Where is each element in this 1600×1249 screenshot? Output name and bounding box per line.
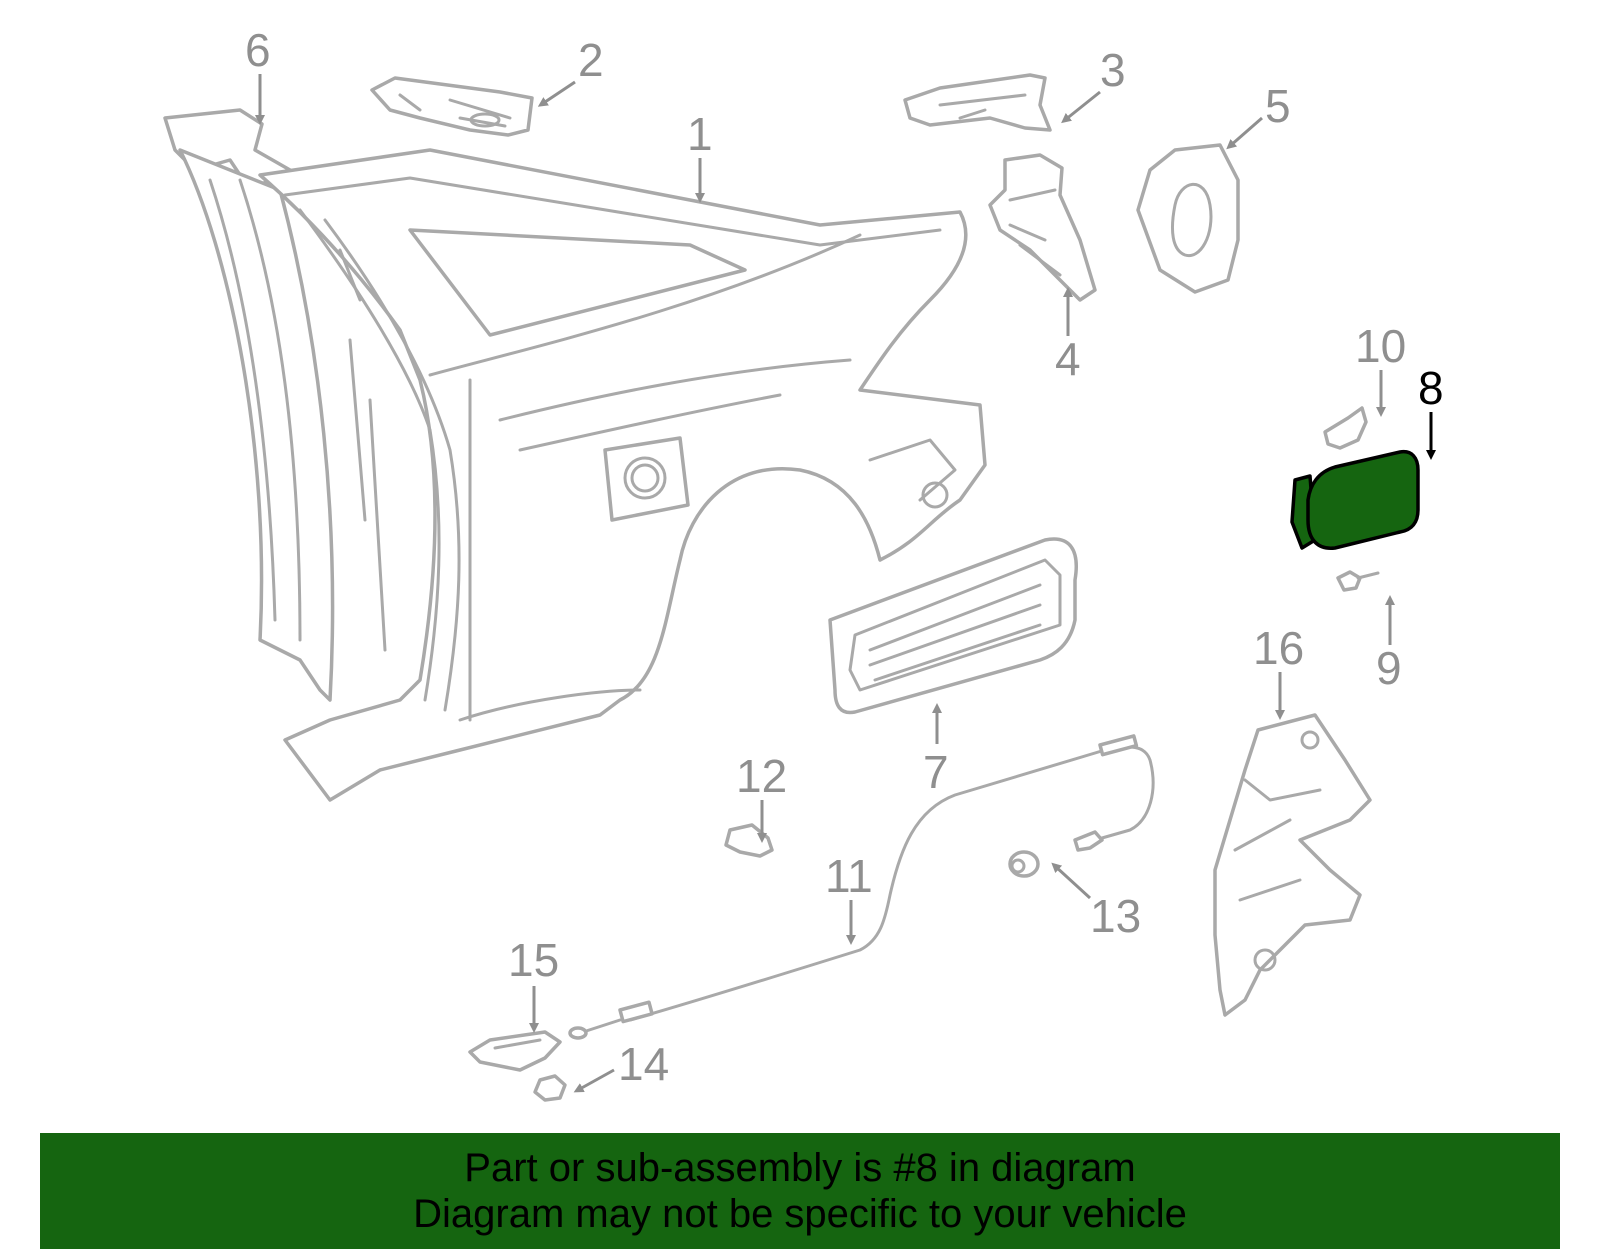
banner-line-1: Part or sub-assembly is #8 in diagram — [464, 1146, 1136, 1190]
part-8-fuel-door — [1290, 449, 1420, 550]
label-3: 3 — [1100, 44, 1126, 96]
part-1-quarter-panel — [258, 148, 987, 802]
label-12: 12 — [736, 750, 787, 802]
part-12-clip — [724, 823, 774, 858]
info-banner: Part or sub-assembly is #8 in diagram Di… — [40, 1133, 1560, 1249]
banner-line-2: Diagram may not be specific to your vehi… — [413, 1192, 1187, 1236]
part-labels: 1 2 3 4 5 6 7 8 9 10 11 12 13 14 15 16 — [245, 24, 1444, 1090]
part-16-panel — [1213, 713, 1372, 1017]
part-10-clip — [1323, 406, 1368, 450]
label-5: 5 — [1265, 80, 1291, 132]
part-7-vent-grille — [828, 537, 1078, 715]
leader-lines — [255, 74, 1436, 1093]
label-16: 16 — [1253, 622, 1304, 674]
part-6-pillar — [163, 108, 335, 702]
part-3-bracket — [903, 73, 1052, 132]
label-13: 13 — [1090, 890, 1141, 942]
label-15: 15 — [508, 934, 559, 986]
part-2-bracket — [370, 76, 534, 137]
label-8: 8 — [1418, 362, 1444, 414]
part-4-bracket — [988, 153, 1097, 302]
label-7: 7 — [923, 746, 949, 798]
label-4: 4 — [1055, 333, 1081, 385]
label-2: 2 — [578, 34, 604, 86]
part-11-cable — [568, 734, 1155, 1040]
label-6: 6 — [245, 24, 271, 76]
label-10: 10 — [1355, 320, 1406, 372]
part-9-screw — [1336, 570, 1380, 592]
label-1: 1 — [687, 108, 713, 160]
part-14-clip — [533, 1074, 567, 1102]
part-5-housing — [1136, 143, 1240, 294]
part-13-grommet — [1008, 850, 1040, 878]
label-14: 14 — [618, 1038, 669, 1090]
label-11: 11 — [825, 850, 873, 902]
part-15-lever — [468, 1030, 562, 1072]
label-9: 9 — [1376, 642, 1402, 694]
